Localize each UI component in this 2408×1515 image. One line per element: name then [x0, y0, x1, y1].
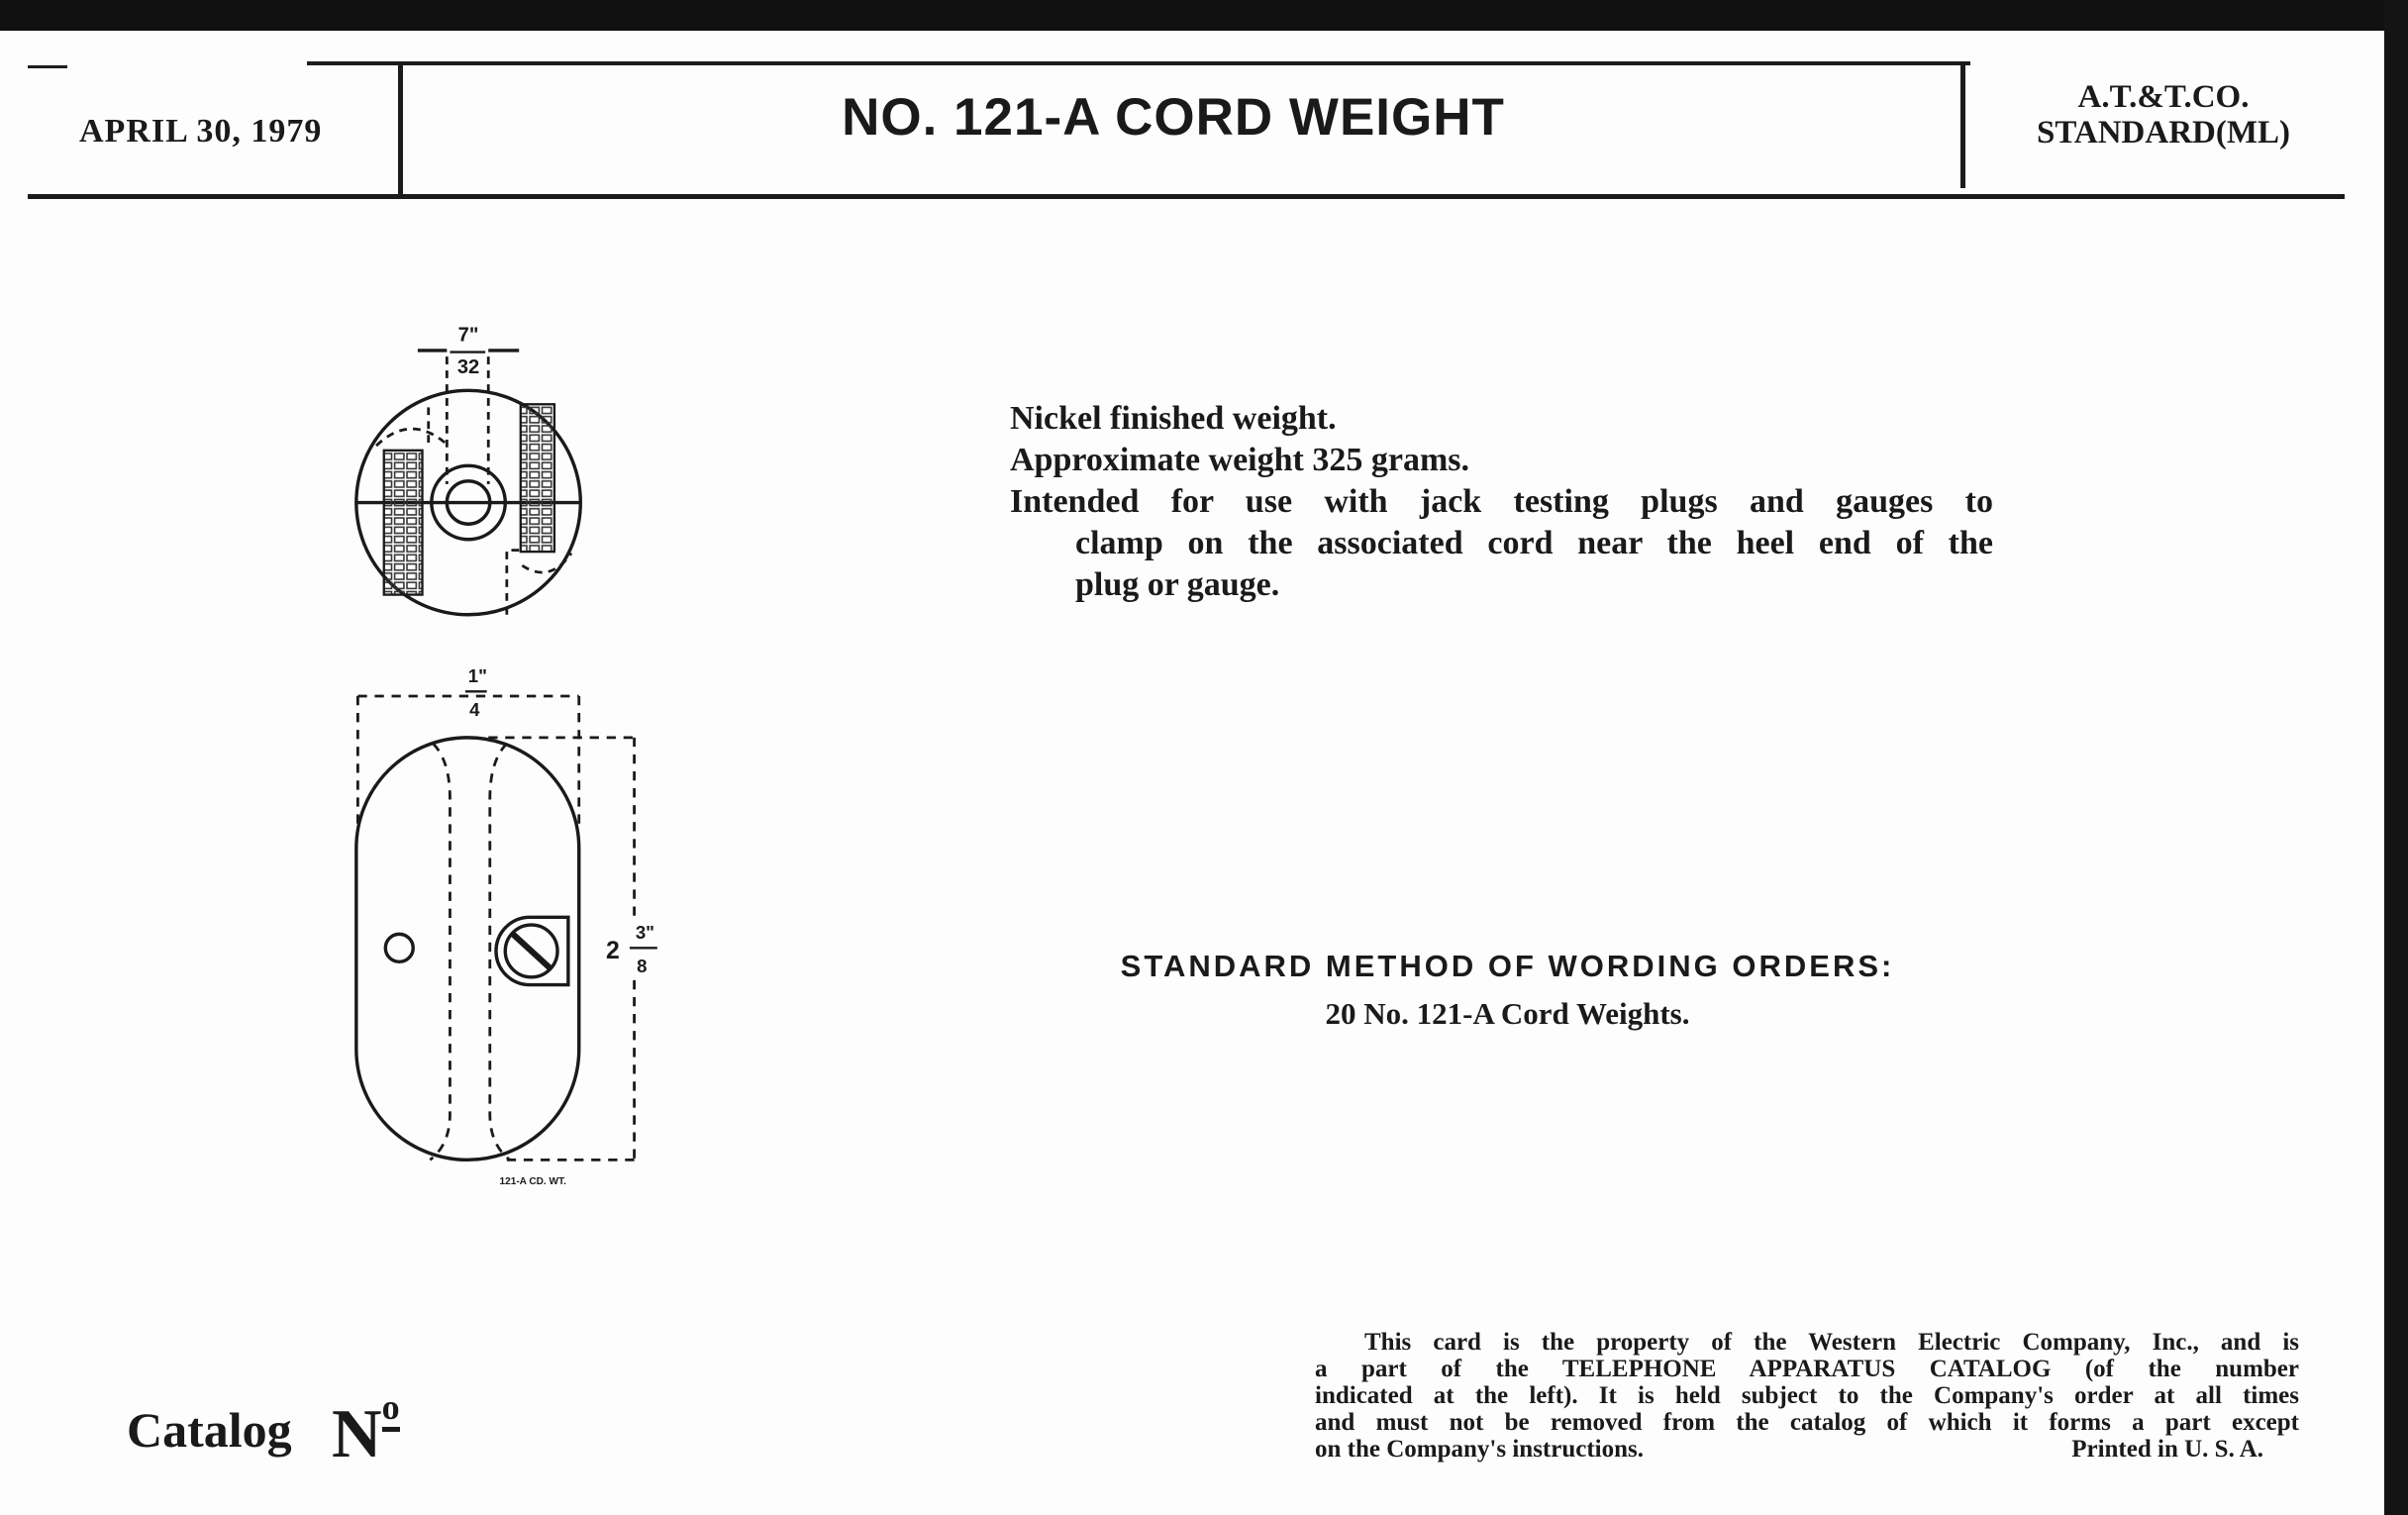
notice-line: a part of the TELEPHONE APPARATUS CATALO…	[1315, 1356, 2299, 1382]
side-view	[354, 694, 641, 1162]
ordering-heading: STANDARD METHOD OF WORDING ORDERS:	[1120, 949, 1895, 983]
header-divider-left	[398, 61, 403, 198]
catalog-no-letter: N	[332, 1396, 382, 1472]
ordering-example: 20 No. 121-A Cord Weights.	[1325, 996, 1690, 1031]
height-dim-whole: 2	[606, 938, 620, 964]
cord-ring	[430, 463, 507, 542]
notice-line: on the Company's instructions.	[1315, 1436, 1644, 1463]
height-dim-denominator: 8	[637, 956, 647, 976]
hole-dim-numerator: 7"	[458, 325, 479, 347]
catalog-no-superscript: o	[381, 1387, 400, 1432]
description-line: clamp on the associated cord near the he…	[1075, 525, 1993, 561]
property-notice: This card is the property of the Western…	[1315, 1329, 2299, 1463]
notice-line: and must not be removed from the catalog…	[1315, 1409, 2299, 1436]
notice-line: This card is the property of the Western…	[1364, 1329, 2299, 1356]
width-dim-denominator: 4	[469, 699, 480, 720]
catalog-number-mark: No	[332, 1386, 400, 1474]
description: Nickel finished weight. Approximate weig…	[1010, 398, 1993, 606]
drawing-labels: 7" 32 1" 4 2 3" 8 121-A CD. WT.	[457, 325, 657, 1187]
standard-line-2: STANDARD(ML)	[2036, 115, 2291, 151]
width-dim-numerator: 1"	[468, 665, 487, 686]
thread-hatch-right	[519, 403, 556, 554]
header-bottom-rule	[28, 194, 2345, 199]
header-rule-stub	[28, 65, 67, 68]
notice-line: indicated at the left). It is held subje…	[1315, 1382, 2299, 1409]
drawing-caption: 121-A CD. WT.	[500, 1176, 567, 1187]
height-dim-numerator: 3"	[636, 922, 654, 943]
standard-designation: A.T.&T.CO. STANDARD(ML)	[1980, 79, 2347, 151]
screw-icon	[503, 923, 559, 979]
hole-dim-denominator: 32	[457, 356, 479, 378]
description-line: Intended for use with jack testing plugs…	[1010, 483, 1993, 520]
description-line: plug or gauge.	[1075, 566, 1280, 603]
scan-right-border	[2384, 0, 2408, 1515]
scan-top-border	[0, 0, 2408, 31]
top-view	[354, 349, 582, 617]
printed-in: Printed in U. S. A.	[2071, 1436, 2263, 1463]
cord-hole	[445, 479, 492, 526]
pin-hole	[383, 932, 415, 963]
screw-boss	[494, 915, 570, 987]
thread-hatch-left	[382, 449, 424, 596]
description-line: Nickel finished weight.	[1010, 400, 1337, 437]
header-top-rule	[307, 61, 1970, 65]
catalog-label: Catalog	[127, 1402, 292, 1458]
side-view-outline	[354, 736, 581, 1162]
standard-line-1: A.T.&T.CO.	[2077, 79, 2250, 115]
header-divider-right	[1960, 65, 1965, 188]
page-title: NO. 121-A CORD WEIGHT	[842, 88, 1505, 147]
description-line: Approximate weight 325 grams.	[1010, 442, 1469, 478]
card-date: APRIL 30, 1979	[79, 113, 323, 150]
